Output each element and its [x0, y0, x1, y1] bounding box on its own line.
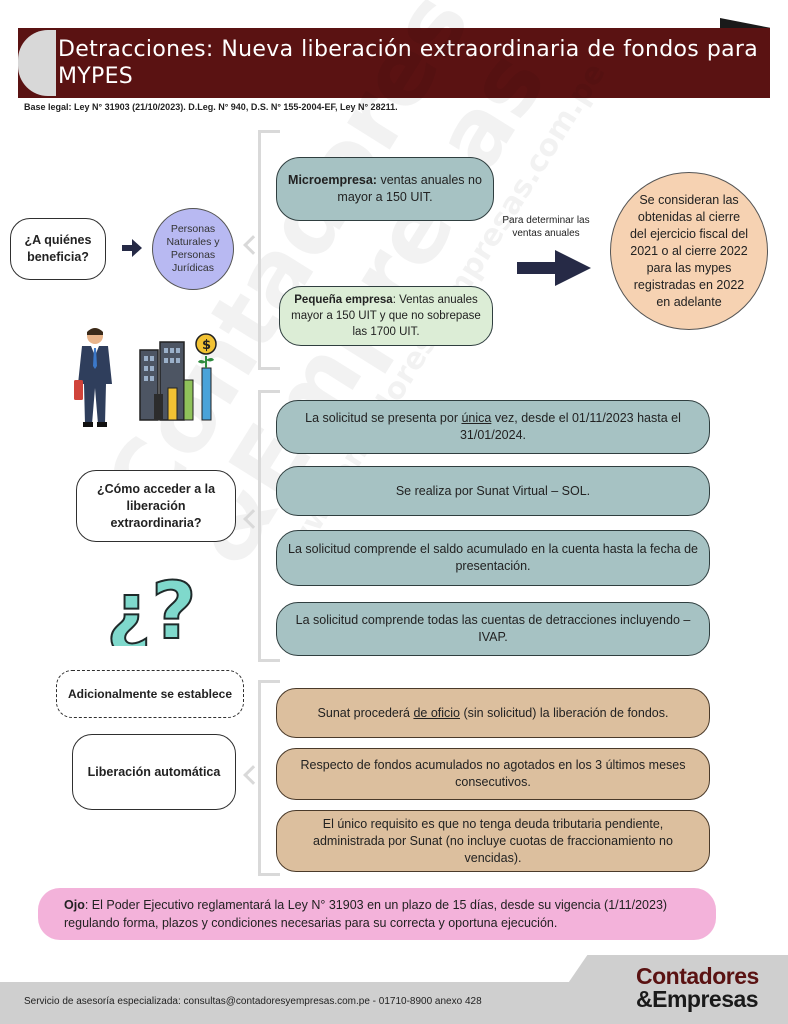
brand-logo-line-2: &Empresas [636, 986, 759, 1012]
pequena-empresa-box: Pequeña empresa: Ventas anuales mayor a … [279, 286, 493, 346]
bracket-section-2 [258, 390, 280, 662]
how-to-access-label: ¿Cómo acceder a la liberación extraordin… [76, 470, 236, 542]
auto-item-1: Sunat procederá de oficio (sin solicitud… [276, 688, 710, 738]
access-item-2: Se realiza por Sunat Virtual – SOL. [276, 466, 710, 516]
auto-item-3: El único requisito es que no tenga deuda… [276, 810, 710, 872]
auto-item-2: Respecto de fondos acumulados no agotado… [276, 748, 710, 800]
page-title: Detracciones: Nueva liberación extraordi… [58, 37, 758, 89]
big-right-arrow-icon [517, 250, 591, 286]
access-item-4: La solicitud comprende todas las cuentas… [276, 602, 710, 656]
base-legal: Base legal: Ley N° 31903 (21/10/2023). D… [24, 102, 398, 112]
bracket-section-3 [258, 680, 280, 876]
microempresa-box: Microempresa: ventas anuales no mayor a … [276, 157, 494, 221]
determination-circle: Se consideran las obtenidas al cierre de… [610, 172, 768, 330]
additional-label: Adicionalmente se establece [56, 670, 244, 718]
automatic-release-label: Liberación automática [72, 734, 236, 810]
pequena-empresa-bold: Pequeña empresa [294, 294, 393, 306]
businessman-icon [74, 328, 112, 427]
right-arrow-icon [122, 239, 142, 257]
growth-chart-icon: $ [139, 333, 217, 421]
question-marks-icon: ¿? [106, 574, 198, 646]
footer-contact: Servicio de asesoría especializada: cons… [24, 996, 482, 1007]
who-benefits-label: ¿A quiénes beneficia? [10, 218, 106, 280]
bracket-section-1 [258, 130, 280, 370]
microempresa-bold: Microempresa: [288, 173, 377, 187]
ventas-anuales-note: Para determinar las ventas anuales [502, 215, 590, 239]
access-item-3: La solicitud comprende el saldo acumulad… [276, 530, 710, 586]
header-tab-decoration [18, 30, 56, 96]
header-bar [18, 28, 770, 98]
svg-text:¿?: ¿? [106, 574, 197, 646]
brand-logo-line-1: Contadores [636, 963, 759, 989]
persons-circle: Personas Naturales y Personas Jurídicas [152, 208, 234, 290]
access-item-1: La solicitud se presenta por única vez, … [276, 400, 710, 454]
ojo-note: Ojo: El Poder Ejecutivo reglamentará la … [38, 888, 716, 940]
ojo-bold: Ojo [64, 898, 85, 912]
footer-bar [0, 982, 788, 1024]
svg-text:$: $ [202, 338, 211, 353]
